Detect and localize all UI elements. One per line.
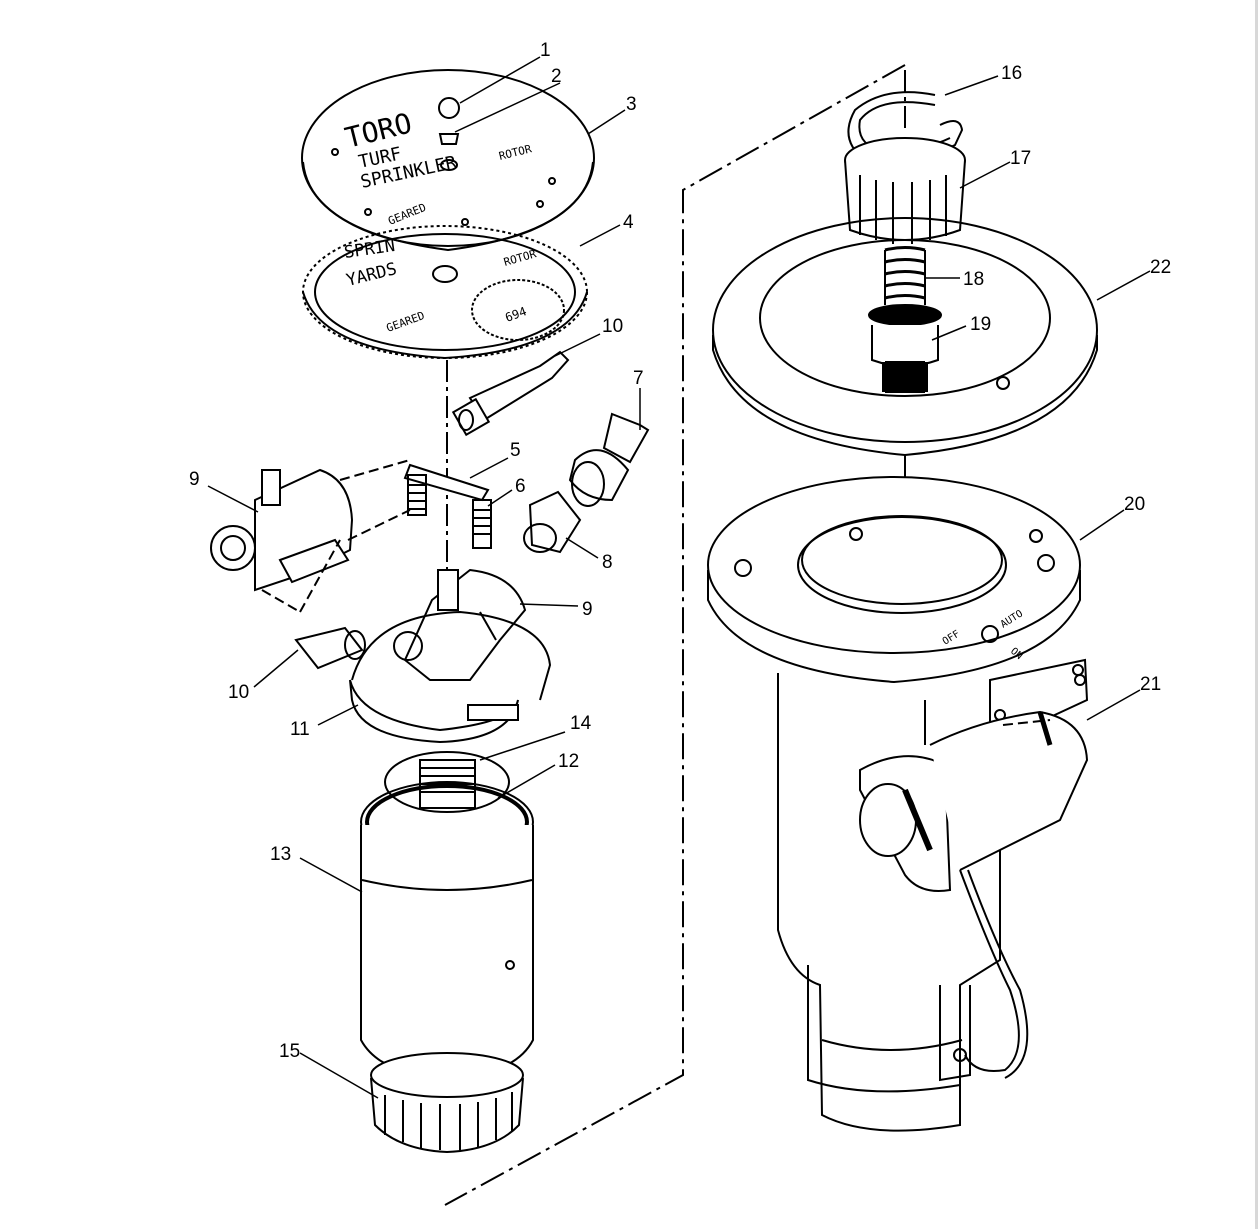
callout-4: 4 bbox=[623, 212, 634, 233]
top-ring bbox=[712, 217, 1098, 457]
callout-15: 15 bbox=[279, 1041, 300, 1062]
nozzle-fitting bbox=[568, 412, 650, 507]
callout-14: 14 bbox=[570, 713, 592, 734]
valve-on-text: ON bbox=[1008, 646, 1024, 662]
callout-17: 17 bbox=[1010, 148, 1031, 169]
valve-body-housing: OFF AUTO ON bbox=[707, 476, 1089, 1132]
spring-clip-assembly bbox=[403, 463, 492, 549]
right-edge-border bbox=[1255, 0, 1258, 1229]
gear-hub bbox=[844, 137, 966, 244]
top-cap-disc: TORO TURF SPRINKLER GEARED ROTOR bbox=[301, 69, 595, 252]
callout-5: 5 bbox=[510, 440, 521, 461]
canister bbox=[360, 781, 534, 1080]
callout-8: 8 bbox=[602, 552, 613, 573]
collar-ring bbox=[349, 610, 552, 744]
callout-20: 20 bbox=[1124, 494, 1145, 515]
lower-nozzle bbox=[294, 626, 366, 670]
seal bbox=[868, 304, 942, 393]
section-divider bbox=[444, 64, 906, 1206]
callout-19: 19 bbox=[970, 314, 991, 335]
gear-line2-text: YARDS bbox=[344, 259, 399, 291]
valve-body-left bbox=[210, 459, 411, 613]
leader-lines bbox=[207, 56, 1151, 1099]
callout-11: 11 bbox=[290, 719, 310, 740]
callout-9-left: 9 bbox=[189, 469, 200, 490]
callout-labels: 1 2 3 4 5 6 7 8 9 9 10 10 11 12 13 14 15… bbox=[189, 40, 1171, 1062]
callout-6: 6 bbox=[515, 476, 526, 497]
base-ring bbox=[370, 1052, 524, 1154]
callout-18: 18 bbox=[963, 269, 984, 290]
callout-22: 22 bbox=[1150, 257, 1171, 278]
callout-10-lower: 10 bbox=[228, 682, 249, 703]
callout-3: 3 bbox=[626, 94, 637, 115]
gear-left-text: GEARED bbox=[385, 309, 427, 335]
spring bbox=[884, 246, 926, 305]
callout-7: 7 bbox=[633, 368, 644, 389]
gear-right-text: ROTOR bbox=[502, 247, 538, 269]
gear-line1-text: SPRIN bbox=[343, 236, 396, 263]
bushing bbox=[523, 490, 582, 554]
callout-13: 13 bbox=[270, 844, 291, 865]
callout-2: 2 bbox=[551, 66, 562, 87]
callout-16: 16 bbox=[1001, 63, 1022, 84]
callout-1: 1 bbox=[540, 40, 551, 61]
upper-nozzle bbox=[451, 350, 570, 437]
gear-number-text: 694 bbox=[503, 304, 528, 325]
valve-body-center bbox=[393, 568, 527, 681]
callout-10-upper: 10 bbox=[602, 316, 623, 337]
callout-12: 12 bbox=[558, 751, 579, 772]
callout-21: 21 bbox=[1140, 674, 1161, 695]
callout-9-center: 9 bbox=[582, 599, 593, 620]
selector-knob bbox=[859, 710, 1089, 1079]
